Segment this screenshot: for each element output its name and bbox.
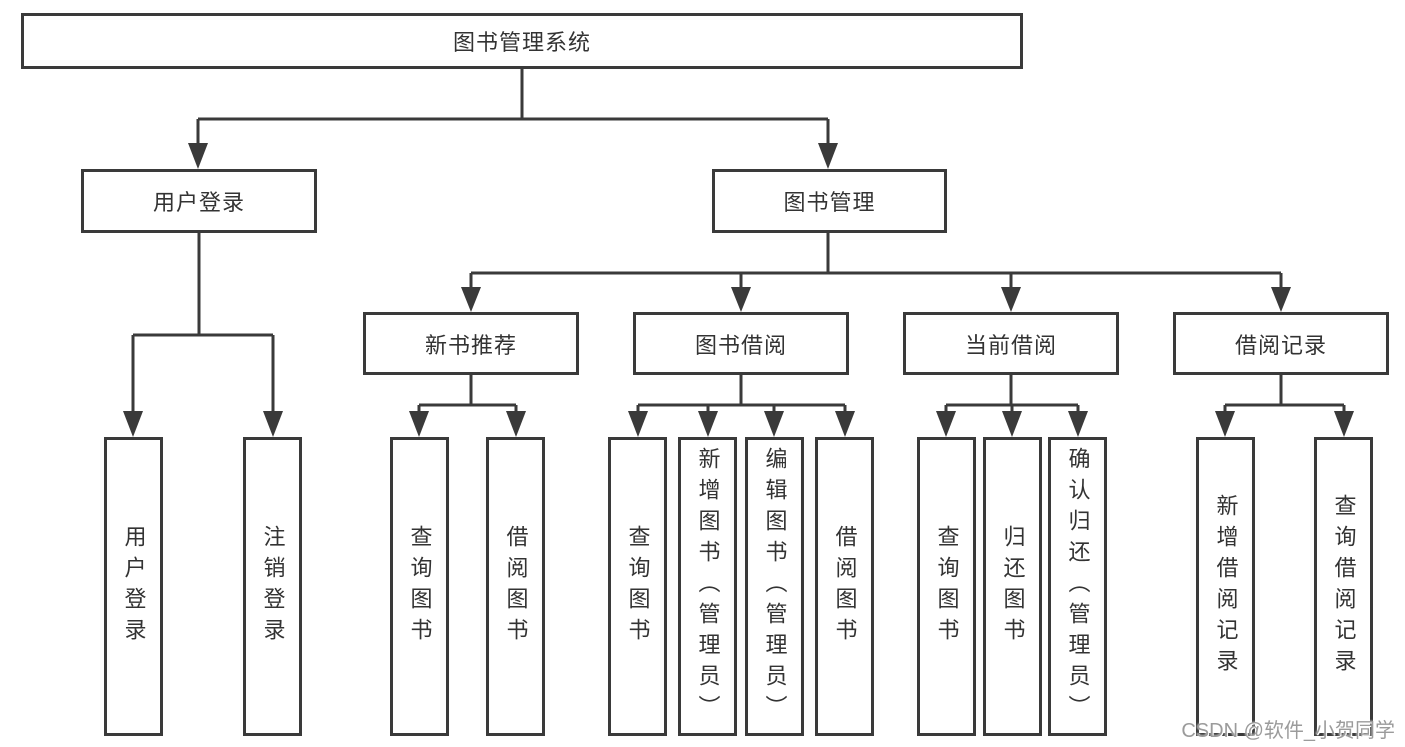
node-root-label: 图书管理系统 xyxy=(452,30,591,55)
node-edit-books-admin-label: 编辑图书（管理员） xyxy=(762,447,788,726)
node-query-borrow-record-label: 查询借阅记录 xyxy=(1331,493,1357,680)
node-return-books: 归还图书 xyxy=(983,437,1042,736)
node-book-management: 图书管理 xyxy=(712,169,947,233)
node-query-books-borrowing-label: 查询图书 xyxy=(625,524,651,649)
node-edit-books-admin: 编辑图书（管理员） xyxy=(745,437,804,736)
node-query-books-recommend-label: 查询图书 xyxy=(407,524,433,649)
node-query-books-recommend: 查询图书 xyxy=(390,437,449,736)
node-confirm-return-admin-label: 确认归还（管理员） xyxy=(1065,447,1091,726)
node-add-books-admin-label: 新增图书（管理员） xyxy=(695,447,721,726)
node-current-borrowing-label: 当前借阅 xyxy=(964,332,1057,358)
node-add-books-admin: 新增图书（管理员） xyxy=(678,437,737,736)
node-return-books-label: 归还图书 xyxy=(1000,524,1026,649)
watermark: CSDN @软件_小贺同学 xyxy=(1181,720,1395,742)
node-borrow-books-borrowing: 借阅图书 xyxy=(815,437,874,736)
node-book-borrowing: 图书借阅 xyxy=(633,312,849,375)
node-add-borrow-record-label: 新增借阅记录 xyxy=(1213,493,1239,680)
node-borrow-books-recommend-label: 借阅图书 xyxy=(503,524,529,649)
node-query-borrow-record: 查询借阅记录 xyxy=(1314,437,1373,736)
node-new-book-recommendation: 新书推荐 xyxy=(363,312,579,375)
node-logout: 注销登录 xyxy=(243,437,302,736)
node-root: 图书管理系统 xyxy=(21,13,1023,69)
node-confirm-return-admin: 确认归还（管理员） xyxy=(1048,437,1107,736)
node-borrowing-records-label: 借阅记录 xyxy=(1234,332,1327,358)
node-add-borrow-record: 新增借阅记录 xyxy=(1196,437,1255,736)
node-book-borrowing-label: 图书借阅 xyxy=(694,332,787,358)
node-borrowing-records: 借阅记录 xyxy=(1173,312,1389,375)
node-user-login: 用户登录 xyxy=(81,169,317,233)
node-query-books-current-label: 查询图书 xyxy=(934,524,960,649)
node-logout-label: 注销登录 xyxy=(260,524,286,649)
node-book-management-label: 图书管理 xyxy=(783,190,876,215)
node-user-login-label: 用户登录 xyxy=(152,190,245,215)
node-current-borrowing: 当前借阅 xyxy=(903,312,1119,375)
node-user-login-leaf: 用户登录 xyxy=(104,437,163,736)
node-query-books-borrowing: 查询图书 xyxy=(608,437,667,736)
node-borrow-books-borrowing-label: 借阅图书 xyxy=(832,524,858,649)
node-borrow-books-recommend: 借阅图书 xyxy=(486,437,545,736)
node-query-books-current: 查询图书 xyxy=(917,437,976,736)
node-new-book-recommendation-label: 新书推荐 xyxy=(424,332,517,358)
node-user-login-leaf-label: 用户登录 xyxy=(121,524,147,649)
